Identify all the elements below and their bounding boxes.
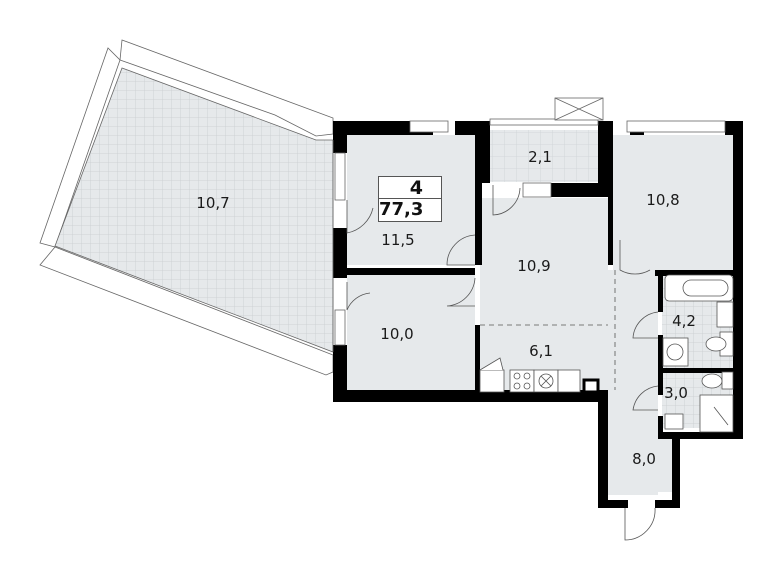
walls (333, 121, 743, 508)
room-label-terrace: 10,7 (196, 194, 230, 212)
windows (334, 97, 726, 346)
room-label-wc: 3,0 (664, 384, 688, 402)
floors (347, 130, 734, 495)
room-label-bedroom-2: 10,0 (380, 325, 414, 343)
room-label-loggia: 2,1 (528, 148, 552, 166)
kitchen-appliances (479, 357, 581, 393)
apartment-summary-badge: 4 77,3 (378, 176, 442, 222)
room-label-living-room: 10,9 (517, 257, 551, 275)
room-label-bedroom-3: 10,8 (646, 191, 680, 209)
total-area: 77,3 (379, 199, 424, 220)
room-label-bedroom-1: 11,5 (381, 231, 415, 249)
bathroom-fixtures (662, 274, 734, 433)
zone-divider-lines (480, 270, 616, 390)
room-label-bathroom: 4,2 (672, 312, 696, 330)
room-count: 4 (379, 177, 441, 199)
room-label-kitchen: 6,1 (529, 342, 553, 360)
terrace (39, 39, 334, 376)
room-label-hallway: 8,0 (632, 450, 656, 468)
doors (346, 185, 659, 541)
